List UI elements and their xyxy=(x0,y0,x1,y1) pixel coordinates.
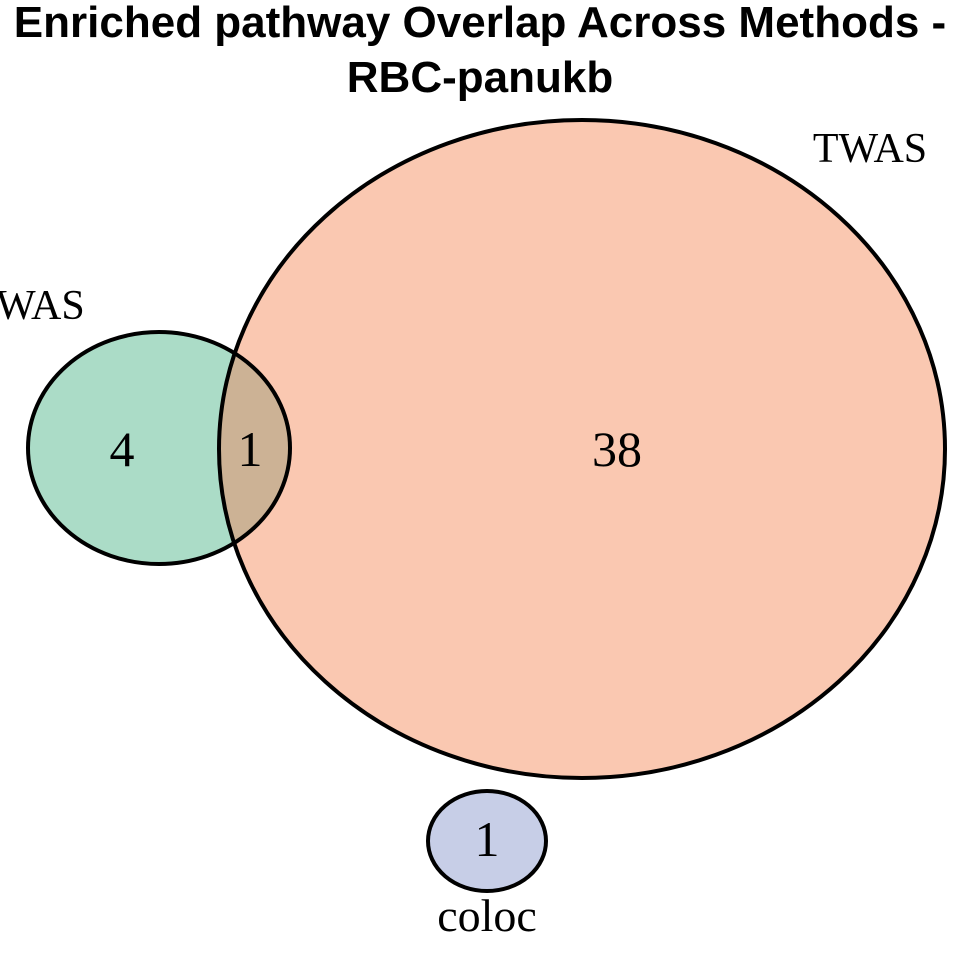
chart-title-line1: Enriched pathway Overlap Across Methods … xyxy=(14,0,946,47)
was-unique-count: 4 xyxy=(110,421,135,477)
coloc-circle xyxy=(426,789,548,893)
was-circle-outline xyxy=(26,330,292,566)
twas-circle-outline xyxy=(217,118,947,780)
coloc-set-label: coloc xyxy=(437,890,537,941)
chart-title-line2: RBC-panukb xyxy=(347,53,613,102)
twas-set-label: TWAS xyxy=(813,126,927,172)
twas-circle-fill xyxy=(219,120,945,778)
twas-unique-count: 38 xyxy=(592,421,642,477)
coloc-unique-count: 1 xyxy=(475,811,500,867)
was-twas-overlap-count: 1 xyxy=(238,421,263,477)
was-set-label: WAS xyxy=(0,283,85,329)
